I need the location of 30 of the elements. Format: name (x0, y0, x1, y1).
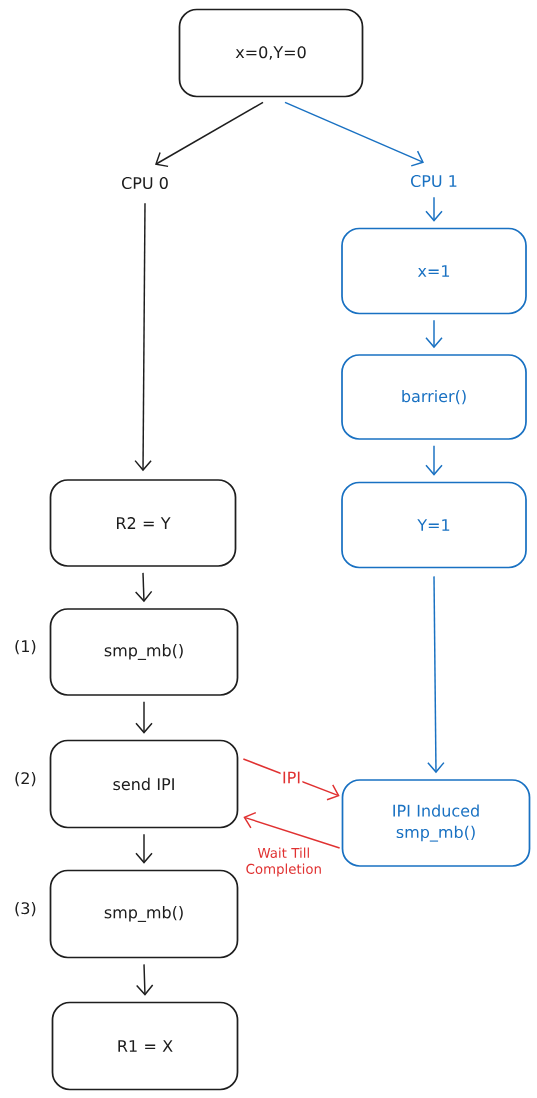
arrow (135, 833, 153, 864)
step-number: (2) (15, 771, 36, 787)
arrow (134, 572, 153, 603)
process-box: R1 = X (51, 1001, 239, 1091)
step-number: (1) (15, 639, 36, 655)
arrow (425, 445, 443, 476)
process-box: smp_mb() (49, 608, 239, 696)
process-box: R2 = Y (49, 479, 237, 567)
arrow (134, 202, 152, 472)
process-box: barrier() (341, 354, 527, 440)
arrow (284, 101, 424, 167)
arrow (155, 101, 264, 168)
arrow (242, 758, 340, 801)
step-number: (3) (15, 901, 36, 917)
column-label: CPU 0 (122, 176, 168, 190)
process-box: x=0,Y=0 (178, 8, 364, 98)
arrow (425, 196, 443, 222)
arrow (243, 811, 341, 849)
process-box: smp_mb() (49, 869, 239, 959)
arrow (425, 319, 443, 349)
process-box: IPI Induced smp_mb() (341, 779, 531, 867)
edge-label: Wait Till Completion (246, 847, 321, 877)
arrow (135, 701, 153, 734)
arrow (135, 963, 154, 996)
process-box: x=1 (341, 227, 527, 315)
arrow (427, 575, 445, 774)
process-box: send IPI (49, 739, 239, 829)
edge-label: IPI (280, 770, 303, 785)
process-box: Y=1 (341, 481, 527, 569)
column-label: CPU 1 (411, 174, 457, 188)
